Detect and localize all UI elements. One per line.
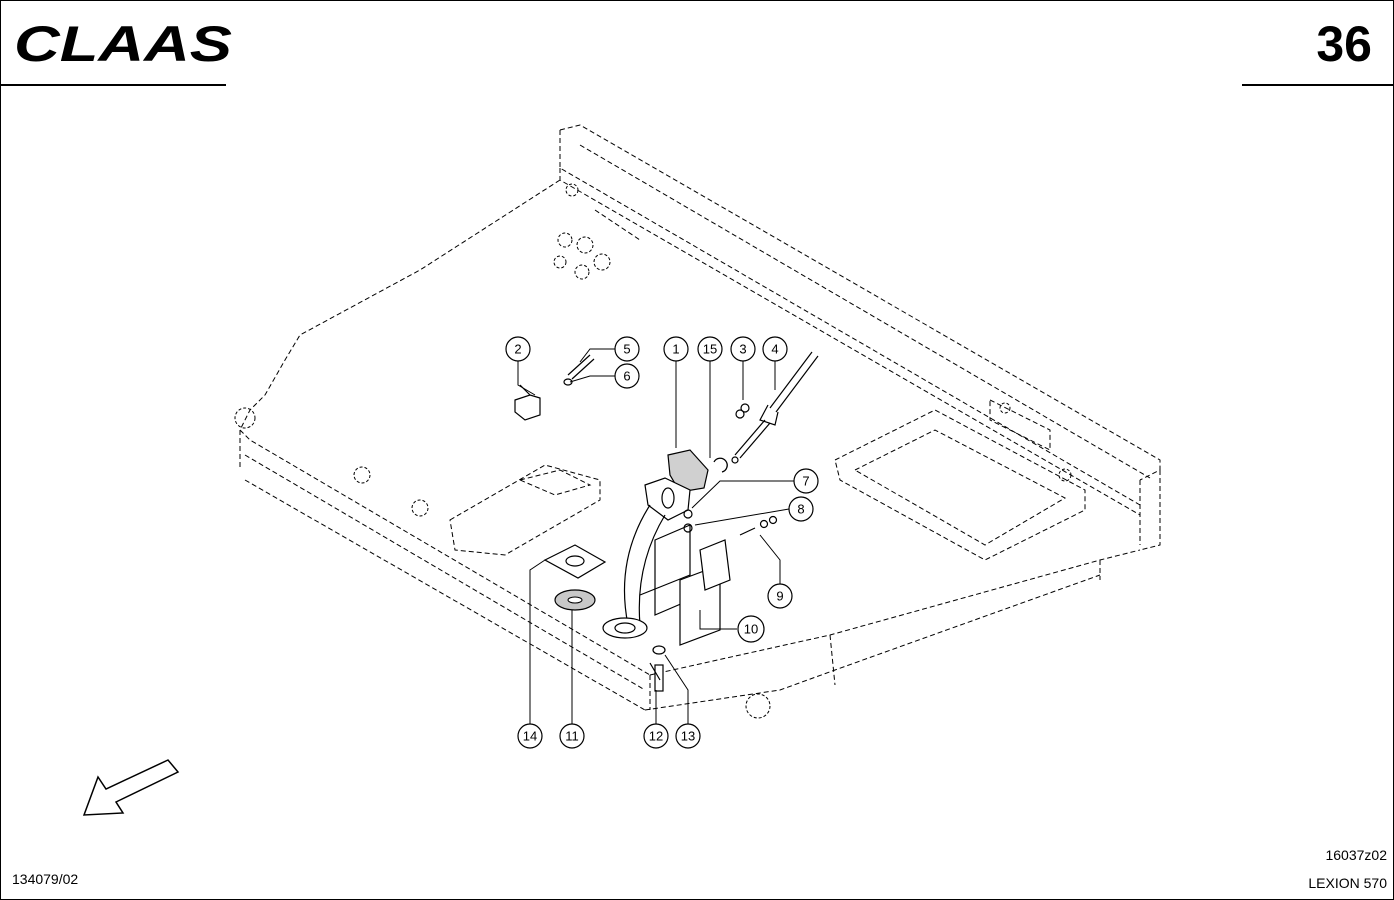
callout-1-label: 1 — [672, 342, 679, 357]
callouts: 1 2 3 4 5 6 7 8 9 10 11 12 13 14 15 — [505, 336, 819, 749]
frame-outline — [239, 124, 1161, 711]
part-4-cable — [731, 351, 819, 464]
part-10-bracket — [639, 524, 731, 646]
part-1-pedal — [602, 449, 709, 639]
callout-7-label: 7 — [802, 474, 809, 489]
callout-12: 12 — [643, 723, 669, 749]
document-number: 134079/02 — [12, 871, 79, 887]
callout-11: 11 — [559, 723, 585, 749]
callout-4: 4 — [762, 336, 788, 362]
callout-15-label: 15 — [703, 342, 717, 357]
frame-holes — [234, 183, 1072, 719]
callout-2: 2 — [505, 336, 531, 362]
callout-13: 13 — [675, 723, 701, 749]
callout-14-label: 14 — [523, 729, 537, 744]
callout-3: 3 — [730, 336, 756, 362]
drawing-id: 16037z02 — [1325, 847, 1387, 863]
callout-2-label: 2 — [514, 342, 521, 357]
page-number: 36 — [1316, 16, 1372, 72]
callout-3-label: 3 — [739, 342, 746, 357]
callout-1: 1 — [663, 336, 689, 362]
callout-8: 8 — [788, 496, 814, 522]
model-name: LEXION 570 — [1308, 875, 1387, 891]
callout-8-label: 8 — [797, 502, 804, 517]
callout-6: 6 — [614, 363, 640, 389]
callout-9: 9 — [767, 583, 793, 609]
front-direction-arrow-icon — [82, 759, 180, 816]
callout-9-label: 9 — [776, 589, 783, 604]
callout-15: 15 — [697, 336, 723, 362]
part-12-stud — [649, 662, 664, 692]
part-7-washer — [683, 509, 693, 519]
header-rule-left — [0, 84, 226, 86]
callout-7: 7 — [793, 468, 819, 494]
part-9-bolt — [739, 515, 778, 536]
header-rule-right — [1242, 84, 1394, 86]
callout-12-label: 12 — [649, 729, 663, 744]
callout-14: 14 — [517, 723, 543, 749]
callout-4-label: 4 — [771, 342, 778, 357]
leader-lines — [517, 348, 794, 724]
callout-11-label: 11 — [565, 729, 579, 744]
part-8-washer — [683, 523, 693, 533]
claas-logo: CLAAS — [14, 18, 232, 68]
callout-6-label: 6 — [623, 369, 630, 384]
part-15-clip — [713, 457, 728, 473]
part-5-bolt — [563, 354, 595, 386]
part-3-nuts — [735, 403, 750, 419]
callout-13-label: 13 — [681, 729, 695, 744]
callout-5-label: 5 — [623, 342, 630, 357]
claas-logo-text: CLAAS — [14, 18, 232, 68]
callout-5: 5 — [614, 336, 640, 362]
part-13-washer — [652, 645, 666, 655]
callout-10: 10 — [737, 615, 765, 643]
callout-10-label: 10 — [744, 622, 758, 637]
